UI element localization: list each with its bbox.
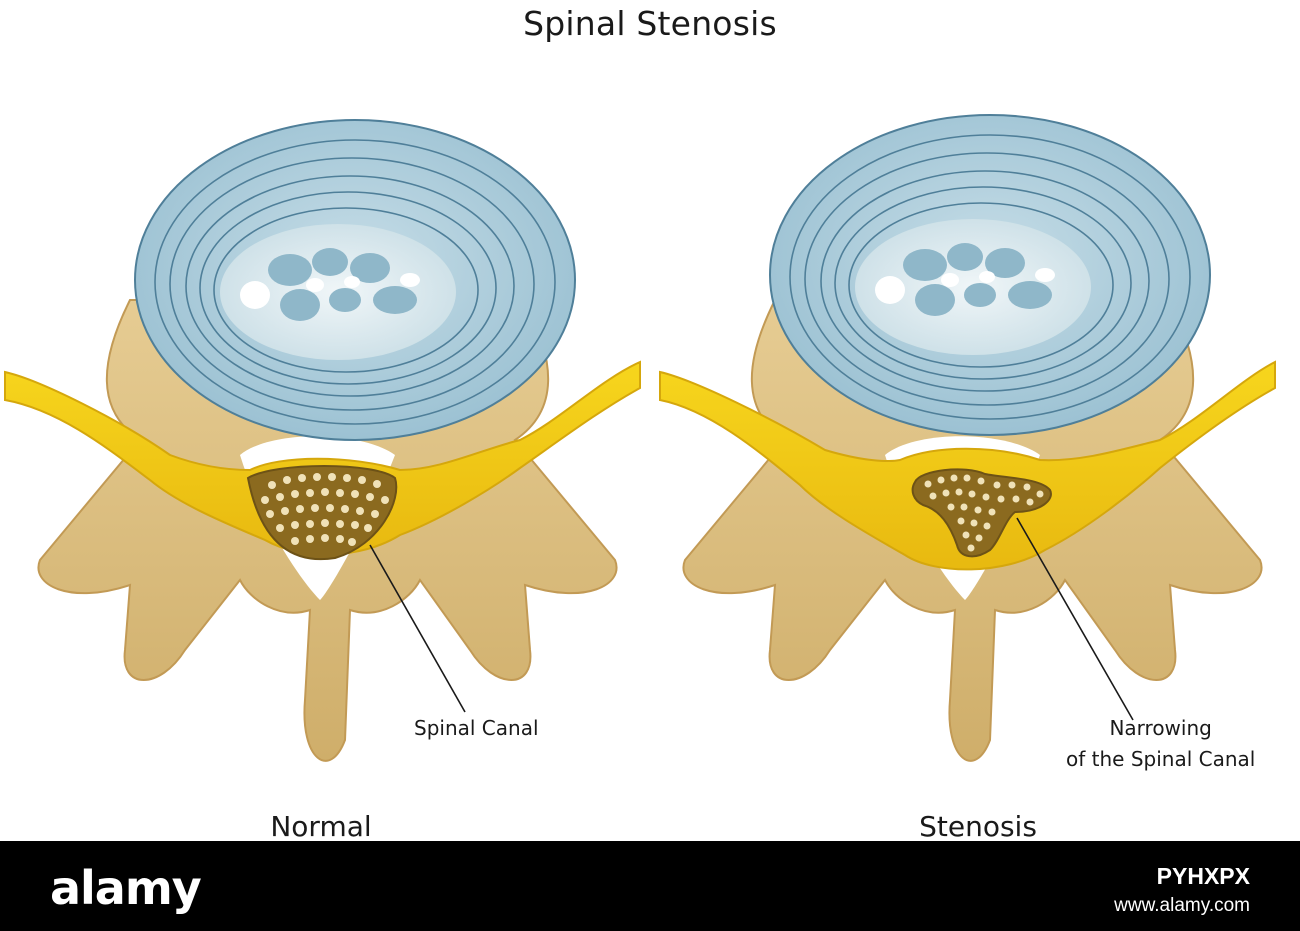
annulus-rings (154, 139, 556, 425)
illustration (4, 114, 1276, 762)
stenosis-caption: Stenosis (919, 810, 1037, 843)
watermark-footer: alamy PYHXPX www.alamy.com (0, 841, 1300, 931)
spinal-canal-leader (369, 544, 466, 713)
label-line: Narrowing (1109, 716, 1212, 740)
normal-caption: Normal (270, 810, 372, 843)
narrowing-leader (1016, 517, 1134, 721)
normal-vertebra (4, 119, 641, 762)
alamy-logo: alamy (50, 861, 202, 915)
narrowing-label: Narrowing of the Spinal Canal (1066, 713, 1255, 775)
stenosis-vertebra (659, 114, 1276, 762)
nucleus-texture (903, 243, 1052, 316)
thickened-ligament (659, 360, 1276, 571)
cord-fibers (924, 474, 1044, 552)
footer-url[interactable]: www.alamy.com (1114, 895, 1250, 916)
label-line: Spinal Canal (414, 716, 539, 740)
spinal-canal-label: Spinal Canal (414, 713, 539, 744)
page-title: Spinal Stenosis (523, 4, 777, 43)
cord-fibers (261, 473, 389, 546)
nucleus-texture (268, 248, 417, 321)
spinal-cord (246, 465, 398, 561)
annulus-rings (789, 134, 1191, 420)
image-code: PYHXPX (1156, 863, 1250, 889)
label-line: of the Spinal Canal (1066, 747, 1256, 771)
